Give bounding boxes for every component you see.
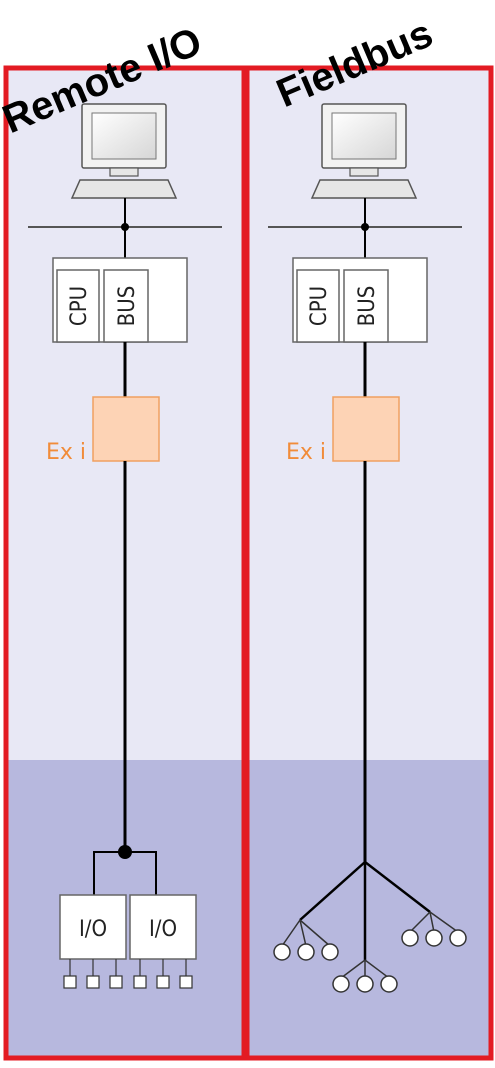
exi-barrier — [92, 396, 160, 462]
io-module: I/O — [129, 894, 197, 960]
exi-barrier — [332, 396, 400, 462]
panel-remote-io: CPU BUS Ex i I/O I/O — [3, 65, 247, 1061]
cpu-label: CPU — [307, 286, 332, 326]
panel-remote-io-border — [3, 65, 247, 1061]
cpu-label: CPU — [67, 286, 92, 326]
field-devices-right — [401, 911, 467, 947]
io-module: I/O — [59, 894, 127, 960]
bus-module — [343, 269, 389, 343]
io-terminals — [63, 959, 193, 989]
bus-module — [103, 269, 149, 343]
panel-fieldbus-border — [244, 65, 494, 1061]
computer-icon — [310, 103, 418, 199]
io-label: I/O — [79, 917, 107, 942]
exi-label: Ex i — [286, 440, 326, 465]
panel-fieldbus-lower — [247, 760, 491, 1058]
plc-rack: CPU BUS — [52, 257, 188, 343]
bus-label: BUS — [355, 286, 380, 327]
fieldbus-tree — [299, 861, 431, 960]
cpu-module — [296, 269, 340, 343]
bus-label: BUS — [115, 286, 140, 327]
cpu-module — [56, 269, 100, 343]
field-devices-left — [273, 919, 339, 961]
panel-fieldbus: CPU BUS Ex i — [244, 65, 494, 1061]
field-devices-bottom — [332, 959, 398, 993]
computer-icon — [70, 103, 178, 199]
io-label: I/O — [149, 917, 177, 942]
exi-label: Ex i — [46, 440, 86, 465]
plc-rack: CPU BUS — [292, 257, 428, 343]
